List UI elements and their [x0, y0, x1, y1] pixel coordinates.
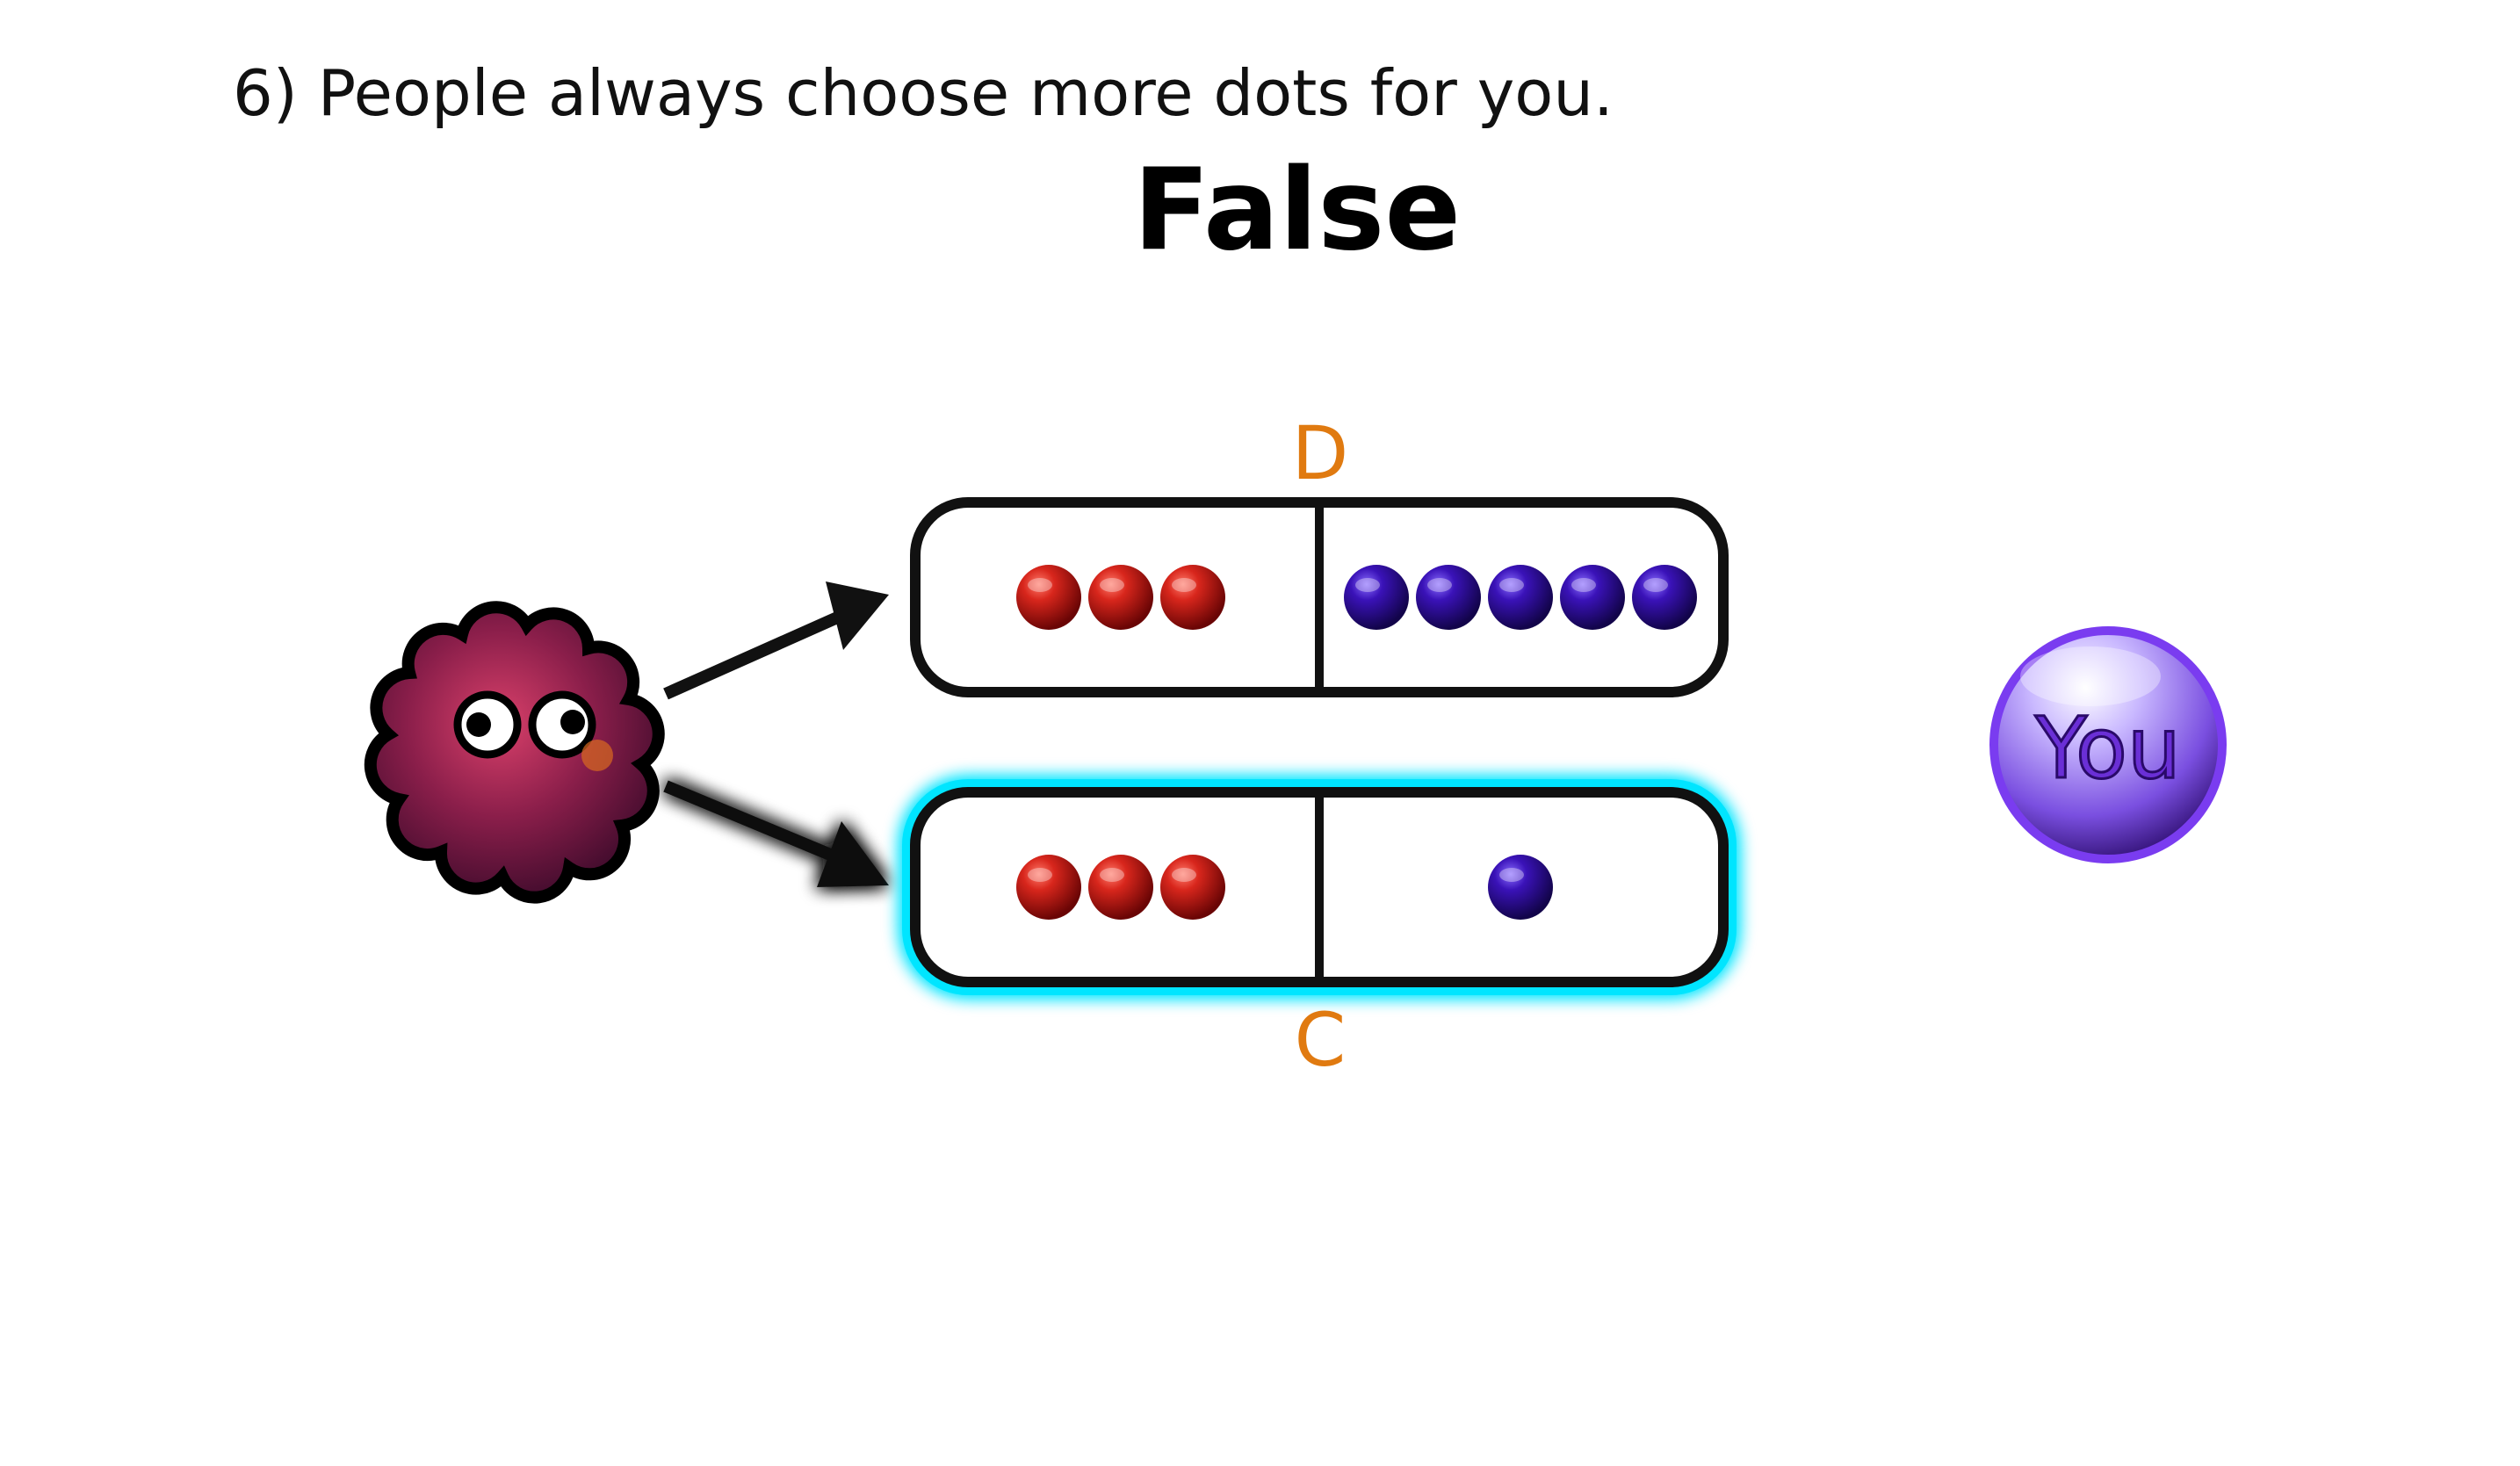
you-dot-highlight — [1499, 868, 1524, 882]
other-dot — [1088, 855, 1153, 920]
other-dot — [1016, 855, 1081, 920]
other-dot — [1016, 565, 1081, 630]
option-c-other-dots — [1016, 855, 1225, 920]
option-d-you-dots — [1344, 565, 1697, 630]
option-c-label: C — [1295, 997, 1347, 1083]
other-dot-highlight — [1100, 868, 1124, 882]
answer-text: False — [1133, 145, 1462, 276]
option-d-other-dots — [1016, 565, 1225, 630]
option-c-you-dots — [1488, 855, 1553, 920]
option-d-label: D — [1292, 410, 1349, 496]
you-dot-highlight — [1643, 578, 1668, 592]
other-dot — [1160, 855, 1225, 920]
you-dot — [1560, 565, 1625, 630]
you-dot — [1632, 565, 1697, 630]
left-eye-icon — [453, 690, 522, 759]
other-dot-highlight — [1172, 578, 1196, 592]
arrow-to-option-d-icon — [663, 581, 889, 700]
you-dot — [1488, 855, 1553, 920]
chooser-creature-icon — [364, 601, 665, 904]
right-eye-icon — [528, 690, 596, 759]
you-label: You — [2034, 699, 2180, 798]
other-dot-highlight — [1028, 578, 1052, 592]
other-dot-highlight — [1028, 868, 1052, 882]
other-dot-highlight — [1172, 868, 1196, 882]
you-dot-highlight — [1427, 578, 1452, 592]
you-dot — [1416, 565, 1481, 630]
you-dot-highlight — [1355, 578, 1380, 592]
you-dot-highlight — [1571, 578, 1596, 592]
you-dot — [1344, 565, 1409, 630]
you-orb-icon: You — [1989, 626, 2227, 863]
other-dot-highlight — [1100, 578, 1124, 592]
you-dot — [1488, 565, 1553, 630]
option-d: D — [910, 410, 1729, 697]
you-dot-highlight — [1499, 578, 1524, 592]
option-c: C — [902, 779, 1737, 1083]
arrow-to-option-c-icon — [663, 780, 889, 887]
question-text: 6) People always choose more dots for yo… — [233, 56, 1614, 130]
other-dot — [1160, 565, 1225, 630]
other-dot — [1088, 565, 1153, 630]
